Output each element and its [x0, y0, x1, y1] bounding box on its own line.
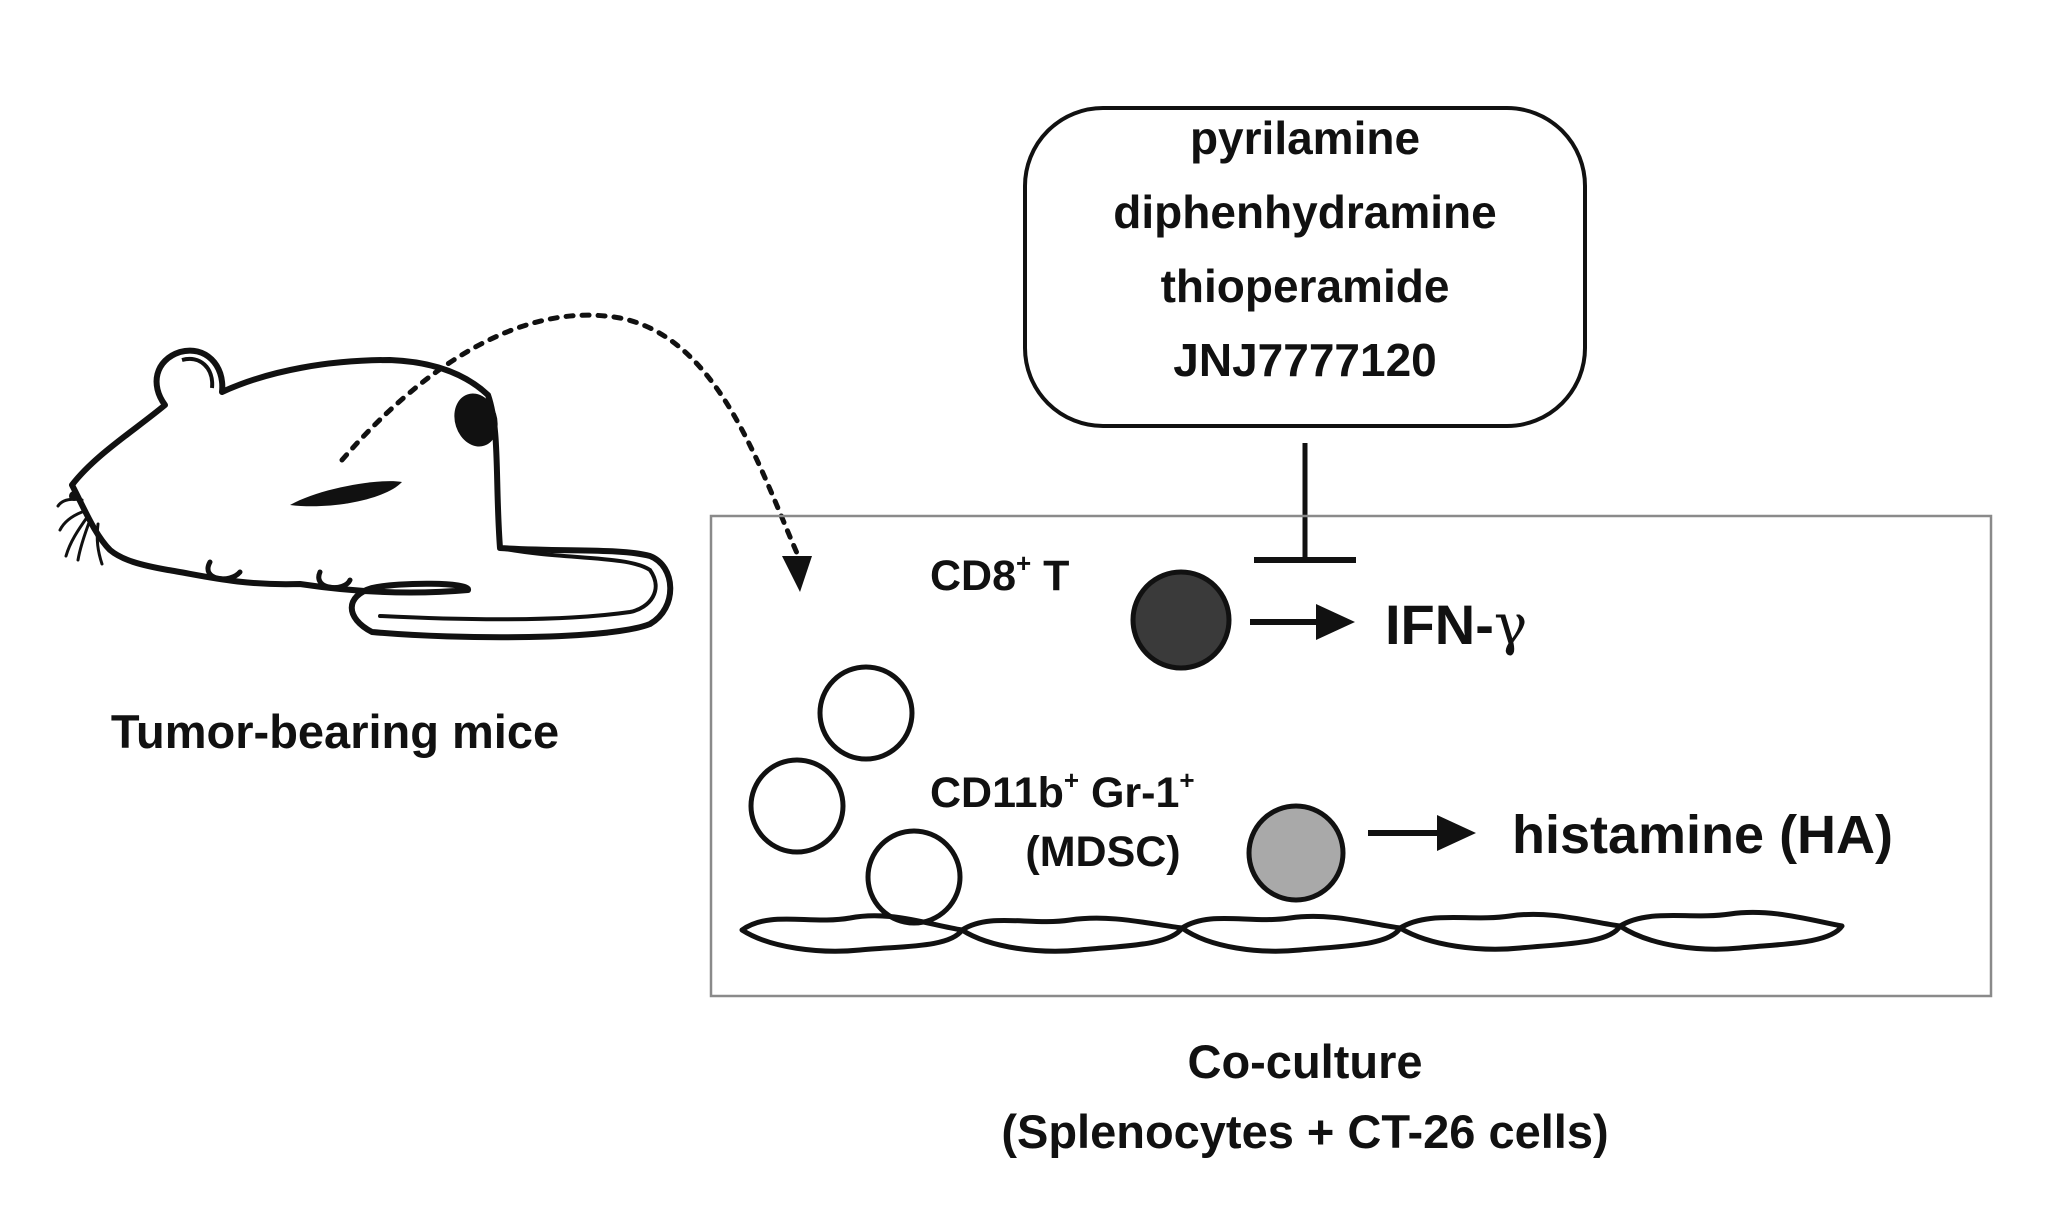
drug-item: diphenhydramine — [1113, 186, 1496, 238]
arrow-mdsc-to-histamine — [1368, 815, 1476, 851]
drug-item: JNJ7777120 — [1173, 334, 1436, 386]
mouse-eye — [290, 481, 402, 507]
splenocyte-cells — [748, 664, 963, 926]
tumor-mark — [454, 393, 498, 447]
mdsc-label-line2: (MDSC) — [1025, 828, 1180, 876]
tcell-label: CD8+ T — [930, 548, 1069, 600]
tcell — [1130, 569, 1232, 671]
arrow-tcell-to-ifn — [1250, 604, 1355, 640]
drug-item: thioperamide — [1161, 260, 1450, 312]
mdsc-label-line1: CD11b+ Gr-1+ — [930, 765, 1195, 817]
drug-item: pyrilamine — [1190, 112, 1420, 164]
mouse-illustration — [56, 347, 674, 641]
coculture-caption-line2: (Splenocytes + CT-26 cells) — [1001, 1105, 1608, 1158]
coculture-caption-line1: Co-culture — [1188, 1035, 1423, 1088]
drug-box: pyrilamine diphenhydramine thioperamide … — [1023, 106, 1587, 428]
histamine-label: histamine (HA) — [1512, 805, 1893, 865]
ct26-cell-layer — [739, 909, 1845, 954]
dotted-transfer-arrow — [339, 312, 812, 592]
ifn-gamma-label: IFN-γ — [1385, 593, 1527, 658]
whiskers — [56, 497, 104, 566]
mouse-label: Tumor-bearing mice — [111, 705, 559, 758]
coculture-panel — [709, 514, 1993, 998]
inhibition-bar — [1254, 443, 1356, 563]
mdsc-cell — [1246, 803, 1346, 903]
